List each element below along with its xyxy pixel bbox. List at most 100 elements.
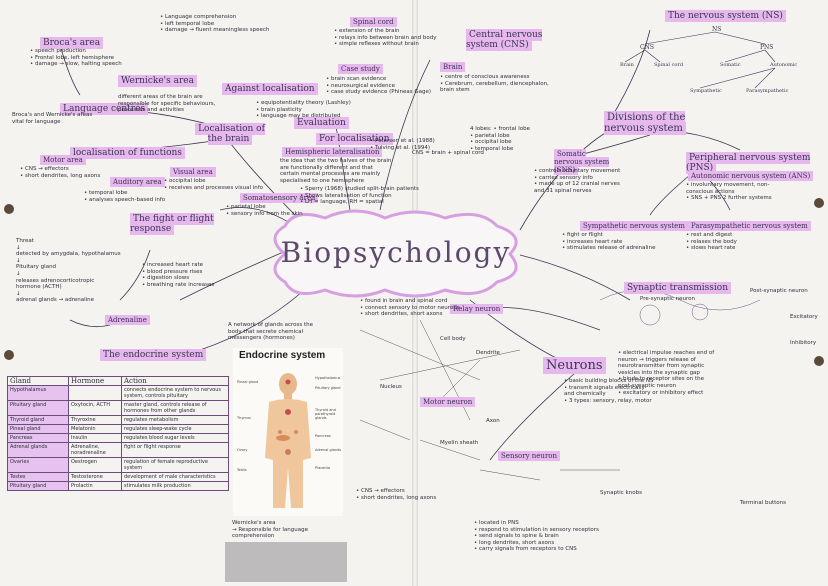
notes-wernickes: • Language comprehension • left temporal… (160, 14, 270, 34)
notes-wernickes-bottom: Wernicke's area → Responsible for langua… (232, 520, 308, 540)
table-cell: Pineal gland (7, 424, 69, 434)
notes-endocrine: A network of glands across the body that… (228, 322, 314, 342)
table-header-action: Action (121, 376, 229, 386)
table-cell: regulation of female reproductive system (121, 457, 229, 473)
punch-hole (814, 356, 824, 366)
body-figure (265, 373, 311, 508)
heading-spinal-cord: Spinal cord (350, 17, 397, 27)
notes-brain-lobes: 4 lobes: • frontal lobe • parietal lobe … (470, 126, 530, 152)
endocrine-label-ovary: Ovary (237, 448, 248, 452)
ns-tree-spinal: Spinal cord (654, 62, 684, 68)
notes-autonomic: • involuntary movement, non- conscious a… (686, 182, 772, 202)
table-cell: connects endocrine system to nervous sys… (121, 385, 229, 401)
notes-somatosensory: • parietal lobe • sensory info from the … (226, 204, 303, 217)
punch-hole (4, 204, 14, 214)
label-pre-synaptic: Pre-synaptic neuron (640, 296, 695, 302)
table-cell: Hypothalamus (7, 385, 69, 401)
label-terminal-buttons: Terminal buttons (740, 500, 786, 506)
table-cell: Thyroid gland (7, 415, 69, 425)
ns-tree-pns: PNS (760, 44, 774, 51)
table-cell: stimulates milk production (121, 481, 229, 491)
notes-hemispheric: the idea that the two halves of the brai… (280, 158, 392, 184)
table-cell: Thyroxine (68, 415, 122, 425)
table-cell: development of male characteristics (121, 472, 229, 482)
table-cell: master gland, controls release of hormon… (121, 400, 229, 416)
endocrine-label-placenta: Placenta (315, 466, 331, 470)
table-cell: Testes (7, 472, 69, 482)
table-cell: Testosterone (68, 472, 122, 482)
endocrine-label-adrenal: Adrenal glands (315, 448, 342, 452)
notes-visual: • occipital lobe • receives and processe… (164, 178, 264, 191)
heading-synaptic: Synaptic transmission (624, 282, 732, 294)
heading-somatic: Somatic nervous system (SNS) (554, 149, 610, 175)
table-cell: Oestrogen (68, 457, 122, 473)
notes-motor: • CNS → effectors • short dendrites, lon… (20, 166, 101, 179)
label-cell-body: Cell body (440, 336, 466, 342)
notes-cns: CNS = brain + spinal cord (412, 150, 484, 156)
table-cell: Pituitary gland (7, 481, 69, 491)
binder-clip (225, 542, 347, 582)
heading-nervous-system: The nervous system (NS) (665, 10, 786, 22)
heading-auditory-area: Auditory area (110, 177, 165, 187)
notes-brain: • centre of conscious awareness • Cerebr… (440, 74, 549, 94)
table-cell: regulates sleep-wake cycle (121, 424, 229, 434)
heading-divisions: Divisions of the nervous system (604, 111, 686, 135)
heading-cns: Central nervous system (CNS) (466, 29, 543, 51)
endocrine-label-pituitary: Pituitary gland (315, 386, 341, 390)
notes-relay: • found in brain and spinal cord • conne… (360, 298, 460, 318)
endocrine-label-thymus: Thymus (237, 416, 251, 420)
table-cell: fight or flight response (121, 442, 229, 458)
heading-language: Language centres (60, 103, 149, 115)
heading-wernickes: Wernicke's area (118, 75, 197, 87)
heading-relay-neuron: Relay neuron (450, 304, 504, 314)
ns-tree-sympathetic: Sympathetic (690, 88, 722, 94)
endocrine-label-hypothalamus: Hypothalamus (315, 376, 341, 380)
heading-sensory-neuron: Sensory neuron (498, 451, 561, 461)
table-cell: Adrenal glands (7, 442, 69, 458)
notes-synaptic: • electrical impulse reaches end of neur… (618, 350, 715, 396)
label-synaptic-knobs: Synaptic knobs (600, 490, 642, 496)
endocrine-label-pineal: Pineal gland (237, 380, 259, 384)
notes-evaluation: • brain scan evidence • neurosurgical ev… (326, 76, 432, 96)
label-excitatory: Excitatory (790, 314, 818, 320)
table-cell: regulates blood sugar levels (121, 433, 229, 443)
table-header-hormone: Hormone (68, 376, 122, 386)
heading-evaluation: Evaluation (294, 117, 349, 129)
heading-autonomic: Autonomic nervous system (ANS) (688, 171, 814, 181)
heading-pns: Peripheral nervous system (PNS) (686, 152, 811, 174)
punch-hole (4, 350, 14, 360)
endocrine-label-thyroid: Thyroid and parathyroid glands (315, 408, 336, 420)
heading-for-localisation: For localisation (316, 133, 393, 145)
notes-split-brain: • Sperry (1968) studied split-brain pati… (300, 186, 419, 206)
notes-for-localisation: • Petersen et al. (1988) • Tulving et al… (370, 138, 435, 151)
notes-motor-neuron: • CNS → effectors • short dendrites, lon… (356, 488, 437, 501)
endocrine-label-pancreas: Pancreas (315, 434, 331, 438)
label-nucleus: Nucleus (380, 384, 402, 390)
notes-localisation: different areas of the brain are respons… (118, 94, 216, 114)
table-cell: Adrenaline, noradrenaline (68, 442, 122, 458)
label-post-synaptic: Post-synaptic neuron (750, 288, 808, 294)
heading-case-study: Case study (338, 64, 383, 74)
heading-localisation: Localisation of the brain (195, 123, 265, 145)
table-cell (68, 385, 122, 401)
table-cell: regulates metabolism (121, 415, 229, 425)
notes-somatic: • controls voluntary movement • carries … (534, 168, 621, 194)
table-cell: Prolactin (68, 481, 122, 491)
table-cell: Melatonin (68, 424, 122, 434)
heading-sympathetic: Sympathetic nervous system (580, 221, 688, 231)
table-cell: Ovaries (7, 457, 69, 473)
ns-tree-ns: NS (712, 26, 722, 33)
title-cloud: Biopsychology (265, 208, 527, 300)
table-cell: Pancreas (7, 433, 69, 443)
heading-against-localisation: Against localisation (222, 83, 318, 95)
table-cell: Insulin (68, 433, 122, 443)
heading-visual-area: Visual area (170, 167, 216, 177)
notes-neurons: • basic building blocks of the NS • tran… (564, 378, 654, 404)
